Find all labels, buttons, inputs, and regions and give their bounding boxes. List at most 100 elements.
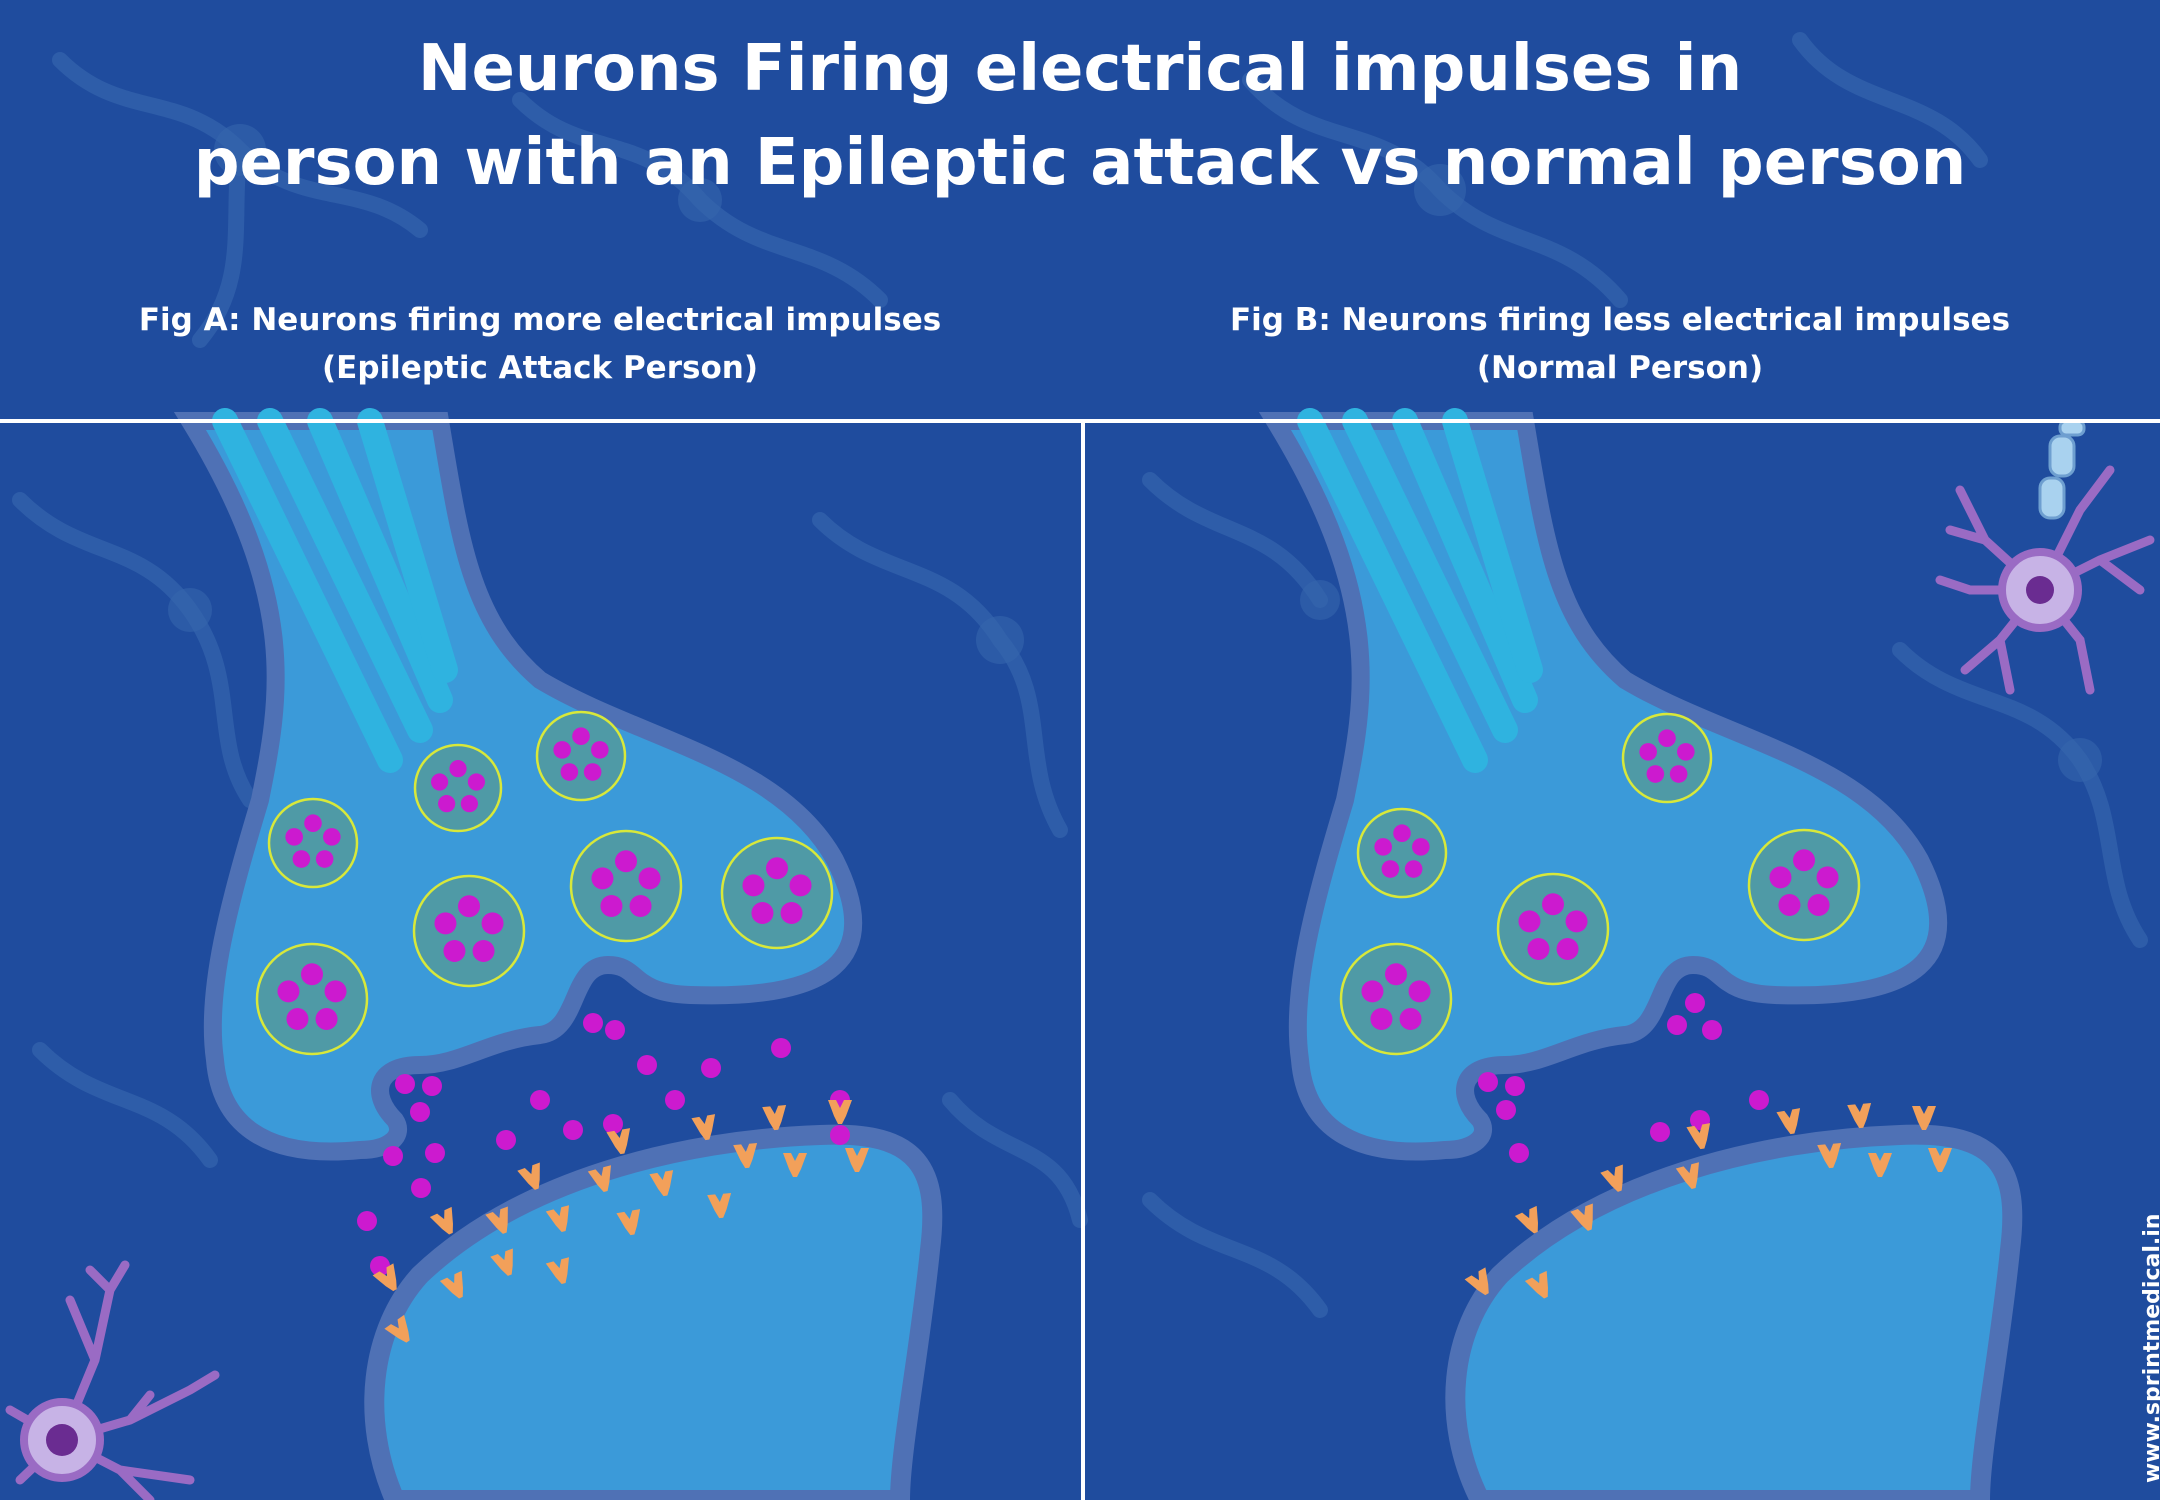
neuron-nucleus: [46, 1424, 78, 1456]
vesicle: [720, 836, 834, 950]
receptor: [1847, 1102, 1872, 1129]
fig-b-synapse: [1258, 408, 2023, 1500]
website-watermark: www.sprintmedical.in: [2140, 1213, 2160, 1483]
neurotransmitter-dot: [830, 1125, 850, 1145]
receptor: [616, 1209, 641, 1236]
fig-a-caption-line-1: Fig A: Neurons firing more electrical im…: [138, 302, 942, 338]
neurotransmitter-dot: [1685, 993, 1705, 1013]
horizontal-divider: [0, 419, 2160, 423]
receptor: [1912, 1106, 1936, 1130]
receptor: [490, 1248, 513, 1276]
page-title: Neurons Firing electrical impulses in pe…: [0, 22, 2160, 210]
neurotransmitter-dot: [1509, 1143, 1529, 1163]
neurotransmitter-dot: [1496, 1100, 1516, 1120]
vesicle: [267, 797, 359, 889]
receptor: [1524, 1270, 1548, 1299]
fig-b-axon-stripes: [1297, 408, 1543, 773]
fig-a-postsynaptic-dendrite: [364, 1124, 943, 1500]
neurotransmitter-dot: [583, 1013, 603, 1033]
neurotransmitter-dot: [701, 1058, 721, 1078]
receptor: [649, 1170, 674, 1197]
fig-a-caption-line-2: (Epileptic Attack Person): [322, 350, 758, 386]
neurotransmitter-dot: [1702, 1020, 1722, 1040]
fig-b-neurotransmitters: [1478, 993, 1769, 1163]
receptor: [733, 1142, 758, 1169]
receptor: [587, 1165, 612, 1193]
neurotransmitter-dot: [411, 1178, 431, 1198]
receptor: [372, 1263, 397, 1292]
neurotransmitter-dot: [422, 1076, 442, 1096]
vesicle: [1747, 828, 1861, 942]
fig-a-receptors: [372, 1100, 869, 1343]
title-line-1: Neurons Firing electrical impulses in: [417, 32, 1743, 106]
fig-b-caption-line-1: Fig B: Neurons firing less electrical im…: [1229, 302, 2011, 338]
receptor: [1514, 1205, 1538, 1234]
receptor: [1675, 1162, 1700, 1190]
myelinated-axon: [2038, 419, 2086, 520]
receptor: [1776, 1108, 1801, 1135]
vesicle: [413, 743, 503, 833]
title-line-2: person with an Epileptic attack vs norma…: [193, 126, 1967, 200]
receptor: [1868, 1153, 1892, 1177]
fig-a-caption: Fig A: Neurons firing more electrical im…: [0, 296, 1080, 392]
neurotransmitter-dot: [425, 1143, 445, 1163]
receptor: [691, 1114, 716, 1141]
receptor: [485, 1206, 508, 1234]
fig-b-caption-line-2: (Normal Person): [1476, 350, 1764, 386]
receptor: [439, 1270, 463, 1299]
receptor: [1570, 1203, 1593, 1231]
fig-a-axon-stripes: [212, 408, 458, 773]
neurotransmitter-dot: [605, 1020, 625, 1040]
receptor: [783, 1153, 807, 1177]
vesicle: [412, 874, 526, 988]
receptor: [517, 1162, 540, 1190]
neurotransmitter-dot: [496, 1130, 516, 1150]
fig-b-vesicles: [1339, 712, 1861, 1056]
neurotransmitter-dot: [1650, 1122, 1670, 1142]
receptor: [1928, 1148, 1952, 1172]
receptor: [762, 1104, 787, 1131]
receptor: [1464, 1267, 1489, 1296]
fig-b-postsynaptic-dendrite: [1445, 1124, 2023, 1500]
vesicle: [1356, 807, 1448, 899]
neurotransmitter-dot: [395, 1074, 415, 1094]
fig-a-neurotransmitters: [357, 1013, 850, 1276]
background-neuron-bodies: [168, 124, 2102, 782]
neuron-cell-bottom-left: [5, 1260, 220, 1500]
neurotransmitter-dot: [637, 1055, 657, 1075]
neurotransmitter-dot: [1478, 1072, 1498, 1092]
neurotransmitter-dot: [771, 1038, 791, 1058]
neurotransmitter-dot: [1505, 1076, 1525, 1096]
receptor: [545, 1257, 570, 1285]
receptor: [606, 1128, 631, 1155]
receptor: [707, 1192, 732, 1219]
receptor: [429, 1206, 453, 1235]
vesicle: [535, 710, 627, 802]
fig-b-receptors: [1464, 1102, 1952, 1299]
neurotransmitter-dot: [410, 1102, 430, 1122]
vesicle: [255, 942, 369, 1056]
fig-a-synapse: [173, 408, 943, 1500]
neurotransmitter-dot: [603, 1114, 623, 1134]
receptor: [845, 1148, 869, 1172]
neurotransmitter-dot: [370, 1256, 390, 1276]
neurotransmitter-dot: [563, 1120, 583, 1140]
receptor: [545, 1205, 570, 1233]
neurotransmitter-dot: [383, 1146, 403, 1166]
neurotransmitter-dot: [530, 1090, 550, 1110]
neuron-nucleus: [2026, 576, 2054, 604]
neurotransmitter-dot: [665, 1090, 685, 1110]
fig-b-caption: Fig B: Neurons firing less electrical im…: [1080, 296, 2160, 392]
neurotransmitter-dot: [1749, 1090, 1769, 1110]
neurotransmitter-dot: [1667, 1015, 1687, 1035]
vesicle: [1496, 872, 1610, 986]
receptor: [1817, 1142, 1842, 1169]
receptor: [384, 1314, 410, 1343]
neurotransmitter-dot: [357, 1211, 377, 1231]
vesicle: [1339, 942, 1453, 1056]
vesicle: [1621, 712, 1713, 804]
vertical-divider: [1081, 421, 1085, 1500]
vesicle: [569, 829, 683, 943]
